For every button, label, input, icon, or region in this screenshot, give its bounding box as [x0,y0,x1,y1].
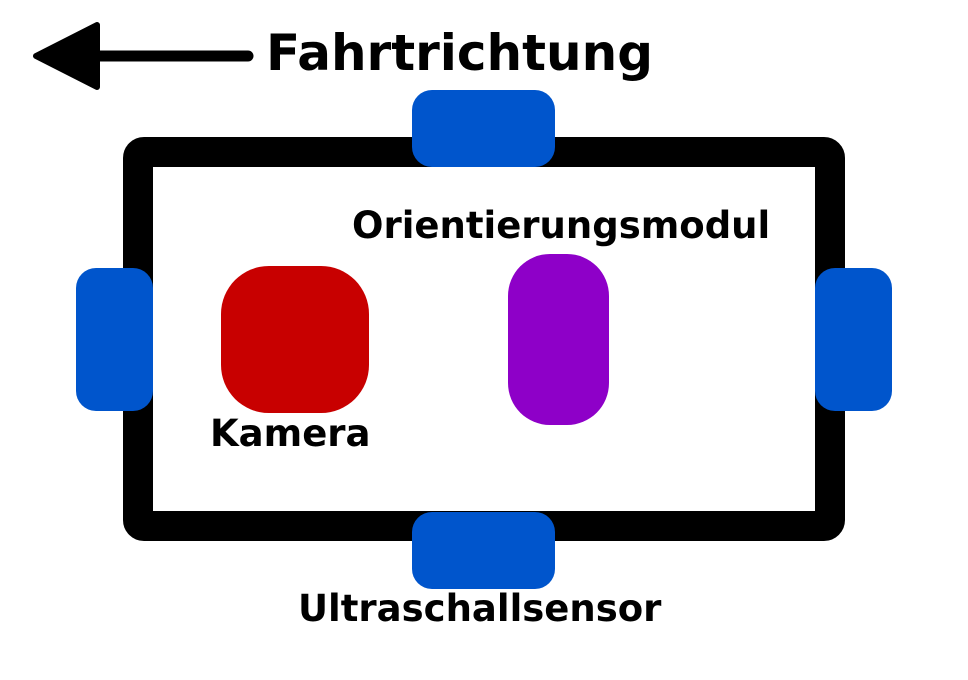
arrow-left-icon [33,22,254,90]
camera-label: Kamera [210,412,371,455]
sensor-bottom [412,512,555,589]
ultrasonic-sensor-label: Ultraschallsensor [298,587,662,630]
orientation-module [508,254,609,425]
camera-module [221,266,369,413]
direction-label: Fahrtrichtung [266,24,654,82]
sensor-right [815,268,892,411]
orientation-module-label: Orientierungsmodul [352,204,771,247]
sensor-front-top [412,90,555,167]
arrow-head [33,22,100,90]
sensor-left [76,268,153,411]
